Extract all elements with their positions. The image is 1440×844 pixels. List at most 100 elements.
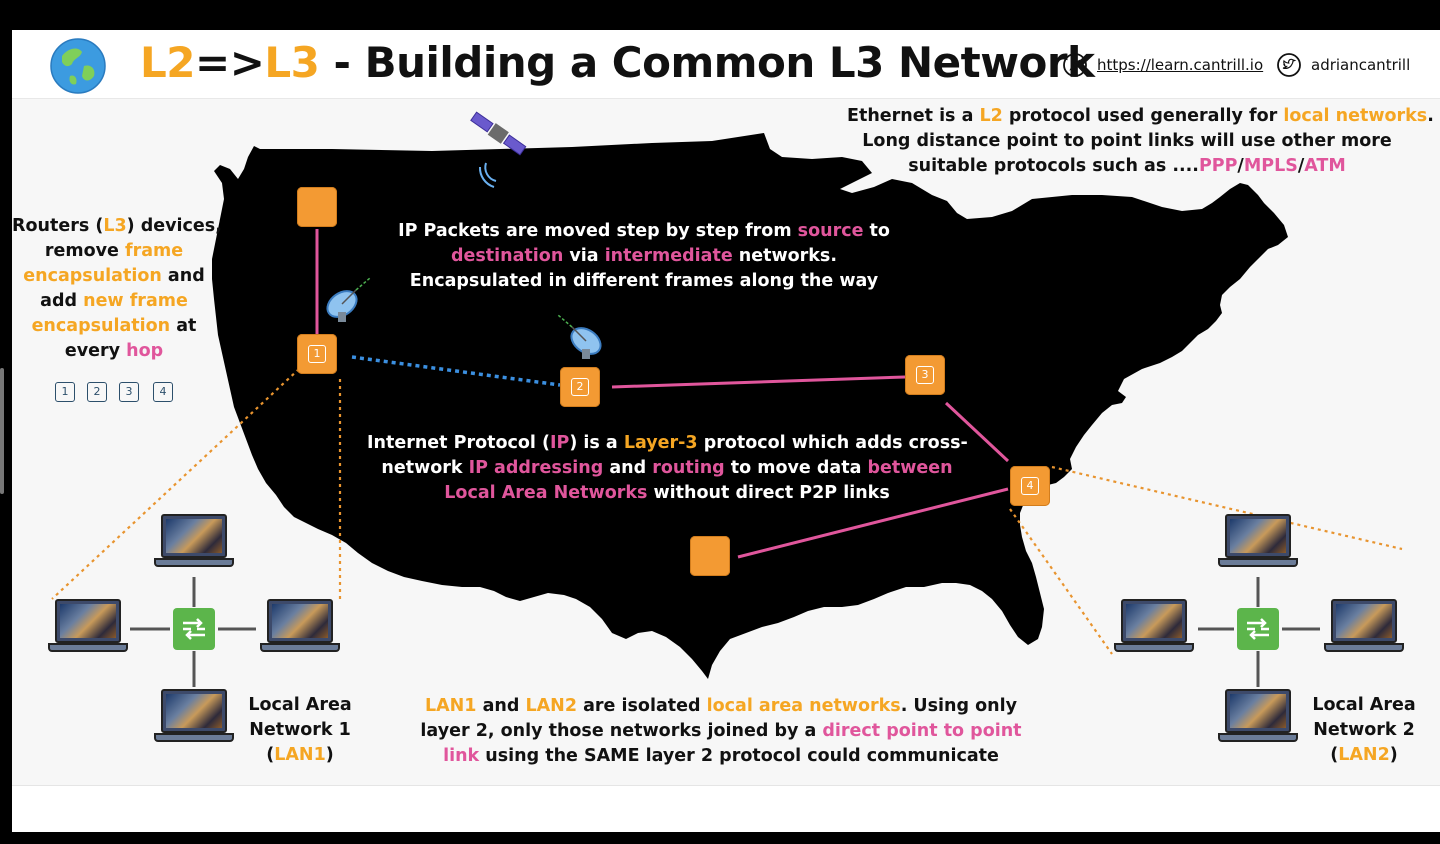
ip-text-layer3: Layer-3 (623, 433, 698, 453)
diagram-area: 1 2 3 4 Ethernet is a L2 protocol used g… (12, 99, 1440, 785)
lan2-laptop-left[interactable] (1114, 599, 1194, 659)
lan-text-local-area-networks: local area networks (706, 696, 901, 716)
lan1-laptop-bottom[interactable] (154, 689, 234, 749)
satellite-dish-icon (557, 314, 602, 359)
packets-text-2d: networks. (732, 246, 837, 266)
url-link[interactable]: https://learn.cantrill.io (1097, 56, 1264, 74)
ethernet-text-2: Long distance point to point links will … (862, 131, 1392, 151)
router-bottom[interactable] (690, 536, 730, 576)
laptop-icon (161, 689, 227, 733)
diagram-canvas (51, 111, 1403, 687)
lan1-label: Local Area Network 1 (LAN1) (240, 693, 360, 768)
lan-text-2a: layer 2, only those networks joined by a (420, 721, 823, 741)
router-1[interactable]: 1 (297, 334, 337, 374)
packets-text-2b: via (563, 246, 605, 266)
lan2-laptop-top[interactable] (1218, 514, 1298, 574)
slide: L2=>L3 - Building a Common L3 Network ht… (12, 30, 1440, 832)
lan1-label-3b: LAN1 (274, 745, 326, 765)
globe-icon (50, 38, 106, 94)
laptop-icon (55, 599, 121, 643)
routers-text-3b: and (161, 266, 205, 286)
routers-text-5b: at (170, 316, 197, 336)
link-router-4-to-bottom (737, 487, 1009, 559)
lan1-switch[interactable] (173, 608, 215, 650)
packets-text-source: source (797, 221, 864, 241)
routers-text-2a: remove (44, 241, 125, 261)
router-top[interactable] (297, 187, 337, 227)
satellite-dish-icon (326, 277, 371, 322)
ip-text-2e: to move data (724, 458, 868, 478)
title-l2: L2 (140, 38, 196, 87)
laptop-icon (1331, 599, 1397, 643)
network-switch-icon (183, 618, 205, 640)
ip-text-1e: protocol which adds cross- (697, 433, 968, 453)
ethernet-text-atm: ATM (1304, 156, 1346, 176)
link-router-3-to-router-4 (944, 401, 1010, 463)
ip-text-between: between (867, 458, 953, 478)
ip-text-routing: routing (652, 458, 725, 478)
routers-note: Routers (L3) devices, remove frame encap… (12, 214, 222, 364)
lan2-laptop-right[interactable] (1324, 599, 1404, 659)
router-1-label: 1 (308, 345, 326, 363)
twitter-handle[interactable]: adriancantrill (1311, 56, 1411, 74)
ip-text-3b: without direct P2P links (647, 483, 890, 503)
left-edge-handle[interactable] (0, 368, 4, 494)
ethernet-text-1a: Ethernet is a (847, 106, 980, 126)
ethernet-text-1c: protocol used generally for (1002, 106, 1284, 126)
lan-note: LAN1 and LAN2 are isolated local area ne… (416, 694, 1026, 769)
lan-text-1f: . Using only (900, 696, 1018, 716)
lan2-label-1: Local Area (1312, 695, 1416, 715)
laptop-icon (1225, 689, 1291, 733)
lan-text-1b: and (476, 696, 526, 716)
lan1-label-3c: ) (325, 745, 334, 765)
ip-text-lans: Local Area Networks (444, 483, 648, 503)
title-rest: - Building a Common L3 Network (319, 38, 1096, 87)
usa-map-shape (212, 133, 1288, 679)
packets-text-3: Encapsulated in different frames along t… (409, 271, 879, 291)
ip-text-2a: network (381, 458, 469, 478)
link-router-1-to-router-2 (351, 355, 561, 387)
packets-text-intermediate: intermediate (604, 246, 733, 266)
lan1-laptop-top[interactable] (154, 514, 234, 574)
lan2-label-3a: ( (1330, 745, 1339, 765)
routers-text-6b: hop (126, 341, 164, 361)
lan1-label-3a: ( (266, 745, 275, 765)
routers-text-1a: Routers ( (12, 216, 104, 236)
lan1-laptop-right[interactable] (260, 599, 340, 659)
header-bar: L2=>L3 - Building a Common L3 Network ht… (12, 30, 1440, 99)
legend-router-1: 1 (55, 382, 75, 402)
satellite-icon (470, 111, 527, 156)
legend-router-3: 3 (119, 382, 139, 402)
ethernet-text-mpls: MPLS (1243, 156, 1298, 176)
ethernet-text-slash2: / (1297, 156, 1305, 176)
router-2-label: 2 (571, 378, 589, 396)
routers-text-3a: encapsulation (23, 266, 162, 286)
lan-text-link: link (443, 746, 480, 766)
laptop-icon (267, 599, 333, 643)
title-l3: L3 (264, 38, 320, 87)
lan2-label-3b: LAN2 (1338, 745, 1390, 765)
laptop-icon (161, 514, 227, 558)
routers-text-1b: L3 (103, 216, 127, 236)
lan2-laptop-bottom[interactable] (1218, 689, 1298, 749)
ip-text-1c: ) is a (569, 433, 624, 453)
router-4[interactable]: 4 (1010, 466, 1050, 506)
ip-text-ip: IP (549, 433, 570, 453)
zoom-line-lan1-left (51, 368, 300, 600)
laptop-icon (1225, 514, 1291, 558)
lan1-laptop-left[interactable] (48, 599, 128, 659)
lan2-switch[interactable] (1237, 608, 1279, 650)
router-3-label: 3 (916, 366, 934, 384)
routers-text-5a: encapsulation (31, 316, 171, 336)
router-3[interactable]: 3 (905, 355, 945, 395)
ethernet-text-1d: local networks (1283, 106, 1428, 126)
page-title: L2=>L3 - Building a Common L3 Network (140, 38, 1095, 87)
routers-text-6a: every (64, 341, 127, 361)
satellite-signal-icon (478, 162, 497, 188)
compass-icon (1063, 53, 1087, 77)
router-2[interactable]: 2 (560, 367, 600, 407)
routers-text-4b: new frame (83, 291, 188, 311)
link-router-2-to-router-3 (611, 375, 906, 389)
lan-text-1d: are isolated (577, 696, 707, 716)
lan2-label: Local Area Network 2 (LAN2) (1304, 693, 1424, 768)
